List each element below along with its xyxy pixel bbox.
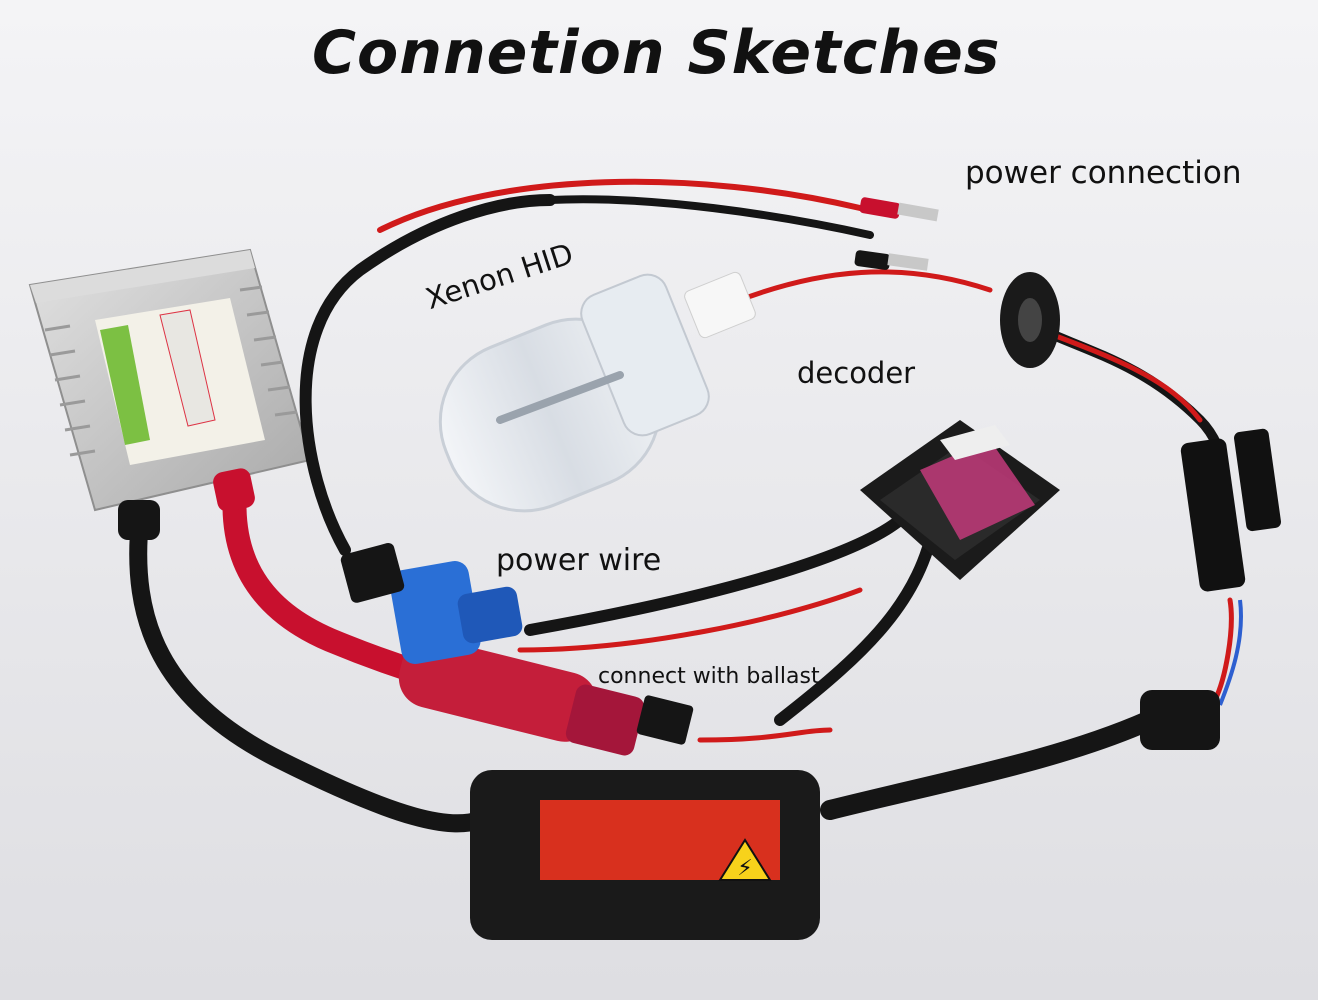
warning-module: ⚡: [470, 770, 820, 940]
title: Connetion Sketches: [312, 18, 1001, 88]
red-wires: [377, 178, 1234, 743]
decoder-box: [860, 420, 1060, 580]
label-connect-with-ballast: connect with ballast: [598, 664, 820, 689]
inline-connector: [1180, 428, 1282, 592]
red-sleeve-connector: [398, 638, 694, 756]
xenon-bulb: [438, 271, 756, 513]
power-terminals: [854, 197, 939, 271]
rubber-grommet: [1000, 272, 1060, 368]
svg-text:⚡: ⚡: [737, 856, 752, 881]
blue-connector: [340, 542, 523, 664]
label-decoder: decoder: [797, 356, 916, 390]
label-power-connection: power connection: [965, 155, 1242, 191]
label-power-wire: power wire: [496, 543, 662, 578]
